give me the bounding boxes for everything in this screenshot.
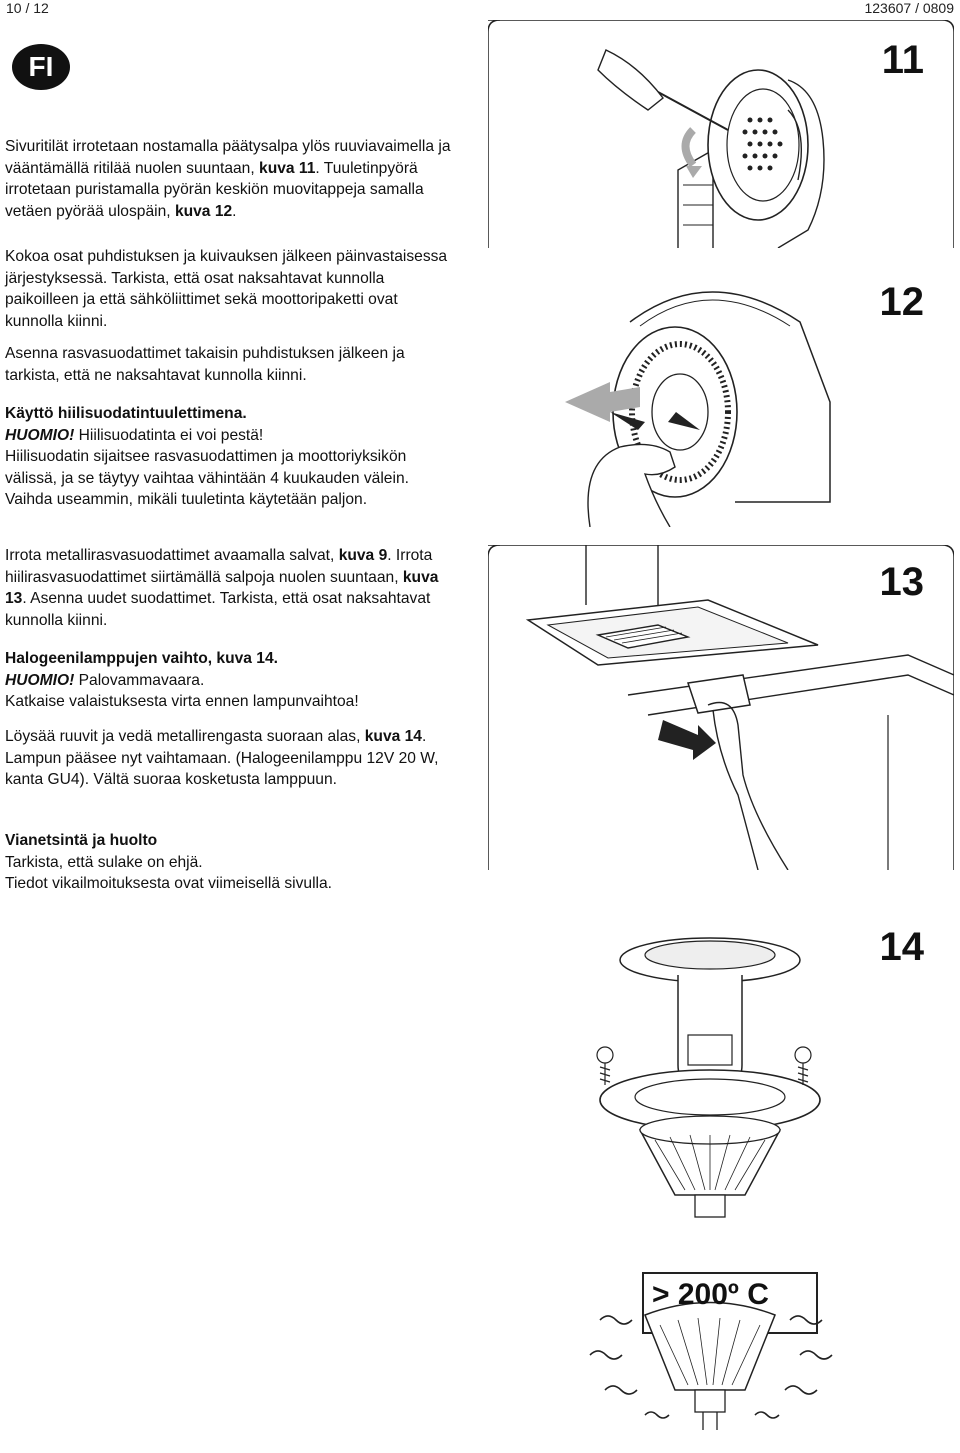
figure-14-number: 14 [879,925,925,969]
figure-14: 14 > 200º C [560,915,954,1445]
paragraph-removal: Sivuritilät irrotetaan nostamalla päätys… [5,136,455,222]
temperature-warning: > 200º C [652,1278,769,1311]
text-span: . Irrota hiilirasvasuodattimet siirtämäl… [5,547,433,586]
text-block: Asenna rasvasuodattimet takaisin puhdist… [5,345,405,384]
figure-ref: kuva 11 [259,159,316,177]
figure-12-illustration [565,291,831,527]
figure-ref: kuva 14 [364,728,422,745]
text-span: . Tuuletinpyörä irrotetaan puristamalla … [5,159,424,220]
text-span: Hiilisuodatinta ei voi pestä! [74,426,264,444]
paragraph-filter-replacement: Irrota metallirasvasuodattimet avaamalla… [5,545,455,631]
figure-ref: kuva 12 [174,202,233,220]
text-span: Sivuritilät irrotetaan nostamalla päätys… [5,138,451,177]
figure-12-number: 12 [879,280,925,324]
figure-ref: kuva 9 [338,547,388,564]
figure-14-illustration [589,937,833,1430]
page-number: 10 / 12 [6,0,49,16]
figure-13: 13 [488,545,954,870]
language-badge: FI [12,44,70,90]
text-block: Kokoa osat puhdistuksen ja kuivauksen jä… [5,248,448,330]
paragraph-halogen: Halogeenilamppujen vaihto, kuva 14. HUOM… [5,648,455,713]
section-title: Vianetsintä ja huolto [5,832,158,849]
figure-11-illustration [488,20,954,248]
paragraph-reassembly: Kokoa osat puhdistuksen ja kuivauksen jä… [5,246,455,332]
figure-13-illustration [488,545,954,870]
paragraph-troubleshooting: Vianetsintä ja huolto Tarkista, että sul… [5,830,455,895]
text-span: . [232,202,237,220]
text-span: Palovammavaara. [74,671,205,689]
text-block: Hiilisuodatin sijaitsee rasvasuodattimen… [5,448,409,509]
figure-13-number: 13 [879,560,925,604]
warning-label: HUOMIO! [5,426,75,444]
text-span: . Lampun pääsee nyt vaihtamaan. (Halogee… [5,728,439,789]
paragraph-carbon-filter: Käyttö hiilisuodatintuulettimena. HUOMIO… [5,403,455,511]
document-code: 123607 / 0809 [864,0,954,16]
figure-12: 12 [560,262,954,527]
text-span: Irrota metallirasvasuodattimet avaamalla… [5,547,335,564]
figure-11: 11 [488,20,954,248]
section-title: Halogeenilamppujen vaihto, kuva 14. [5,650,278,667]
paragraph-grease-filters: Asenna rasvasuodattimet takaisin puhdist… [5,343,455,386]
figure-11-number: 11 [881,38,924,82]
text-block: Tarkista, että sulake on ehjä. [5,853,203,871]
figure-ref: kuva 13 [5,568,439,608]
paragraph-lamp-change: Löysää ruuvit ja vedä metallirengasta su… [5,726,455,791]
text-span: Löysää ruuvit ja vedä metallirengasta su… [5,728,361,745]
warning-label: HUOMIO! [5,671,75,689]
text-span: . Asenna uudet suodattimet. Tarkista, et… [5,590,431,629]
section-title: Käyttö hiilisuodatintuulettimena. [5,405,247,422]
text-block: Tiedot vikailmoituksesta ovat viimeisell… [5,875,333,893]
text-block: Katkaise valaistuksesta virta ennen lamp… [5,693,359,711]
